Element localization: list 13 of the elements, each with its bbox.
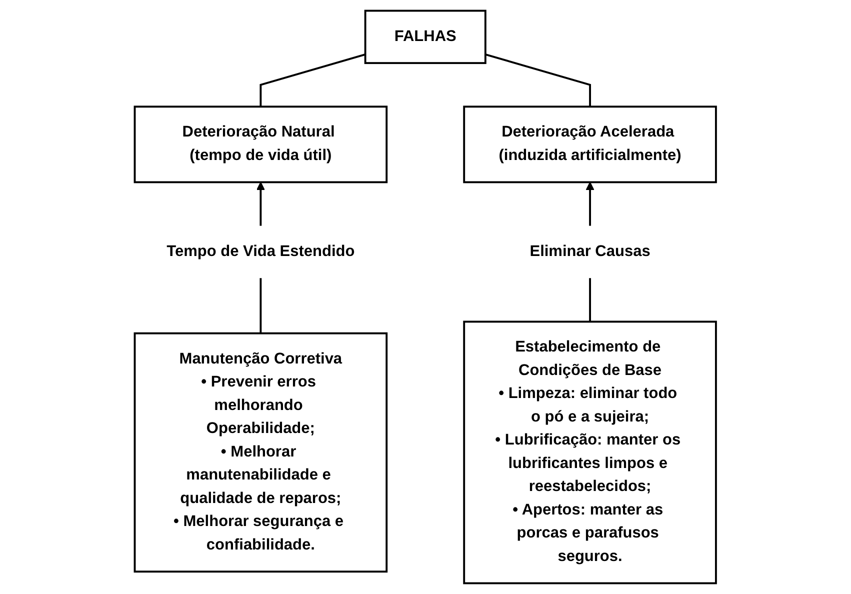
connector [589,278,592,322]
node-box: Estabelecimento de Condições de Base • Limpeza: eliminar todo o pó e a sujeira; • Lubrificação: manter os lubrificantes limpos e reestabelecidos; • Apertos: manter as porcas e parafusos seguros. [463,320,718,584]
arrow [256,182,266,226]
node-box: Deterioração Natural (tempo de vida útil) [134,106,388,184]
node-box: FALHAS [364,10,487,64]
node-text: Eliminar Causas [530,243,650,260]
connector [260,278,262,334]
node-box: Manutenção Corretiva • Prevenir erros melhorando Operabilidade; • Melhorar manutenabilidade e qualidade de reparos; • Melhorar segurança e confiabilidade. [134,332,388,573]
connector [260,53,366,107]
arrow [586,182,594,226]
node-box: Deterioração Acelerada (induzida artificialmente) [463,106,718,184]
node-text: Tempo de Vida Estendido [166,243,355,260]
connector [485,53,592,107]
